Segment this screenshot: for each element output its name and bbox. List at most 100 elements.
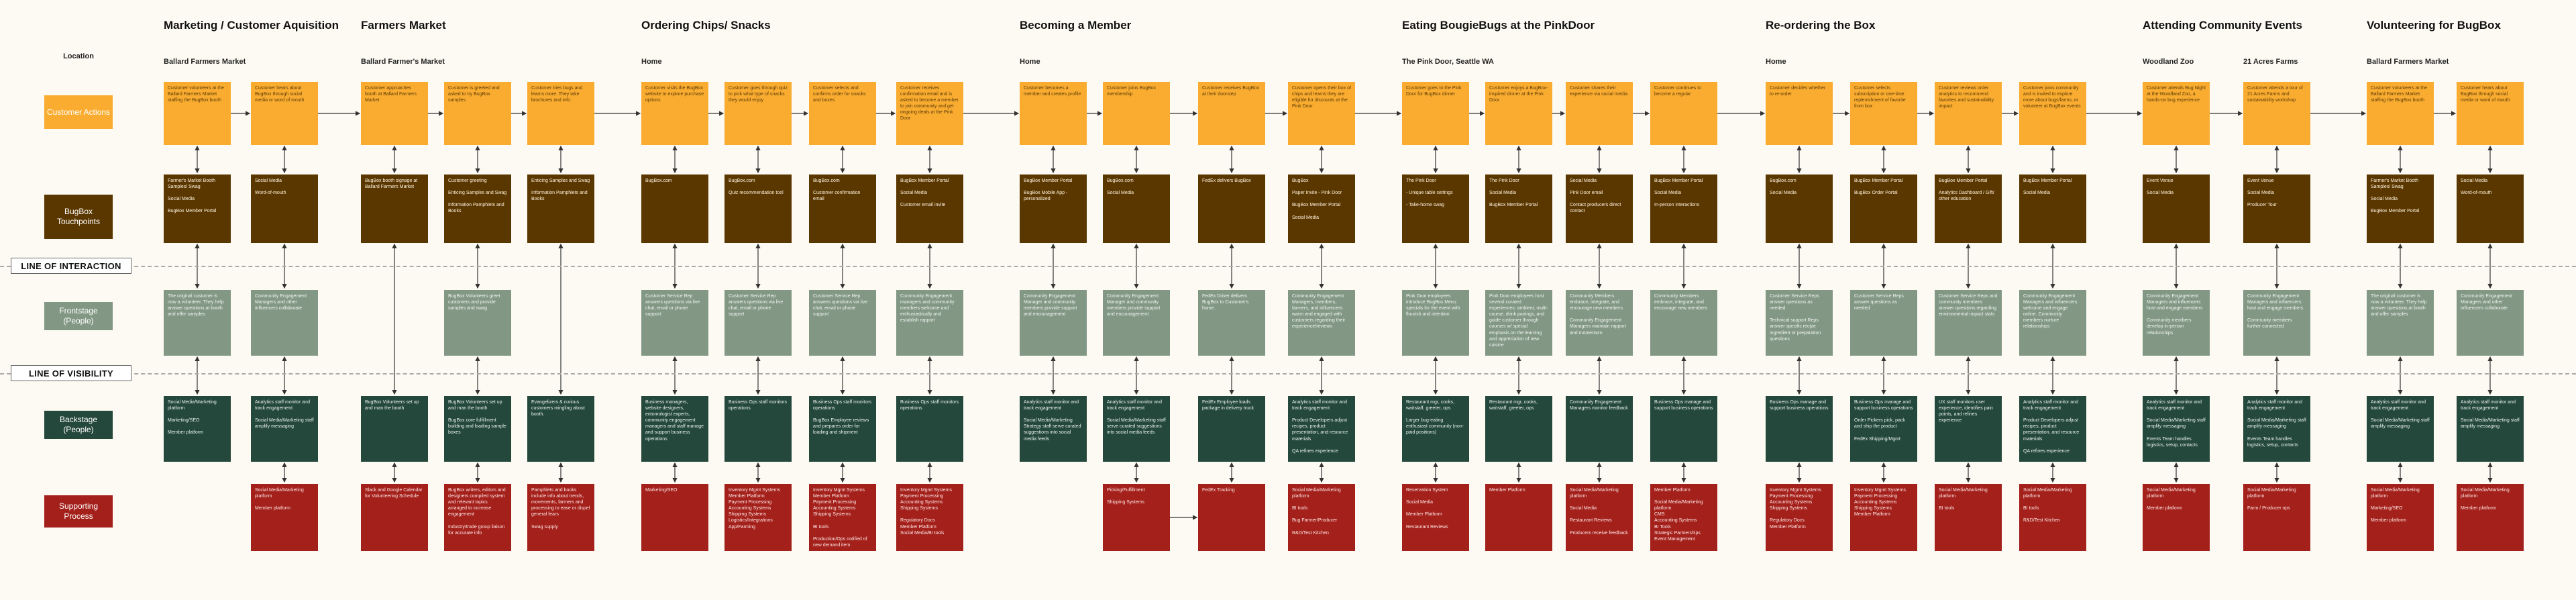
- touchpoint-card: BugBox Member Portal Analytics Dashboard…: [1935, 174, 2002, 243]
- line-of-interaction-label: LINE OF INTERACTION: [11, 258, 131, 274]
- customer-action-card: Customer approaches booth at Ballard Far…: [361, 82, 428, 145]
- customer-action-card: Customer visits the BugBox website to ex…: [641, 82, 708, 145]
- phase-title: Becoming a Member: [1020, 19, 1132, 32]
- supporting-process-card: Social Media/Marketing platform BI tools…: [2019, 484, 2086, 551]
- touchpoint-card: Enticing Samples and Swag Information Pa…: [527, 174, 594, 243]
- phase-title: Eating BougieBugs at the PinkDoor: [1402, 19, 1595, 32]
- frontstage-card: Community Members embrace, integrate, an…: [1650, 290, 1717, 356]
- customer-action-card: Customer selects and confirms order for …: [809, 82, 876, 145]
- touchpoint-card: BugBox.com Social Media: [1103, 174, 1170, 243]
- frontstage-card: Community Engagement Manager and communi…: [1103, 290, 1170, 356]
- supporting-process-card: Social Media/Marketing platform Farm / P…: [2243, 484, 2310, 551]
- phase-title: Re-ordering the Box: [1766, 19, 1876, 32]
- frontstage-card: Community Engagement Managers and influe…: [2243, 290, 2310, 356]
- frontstage-card: Customer Service Reps answer questions a…: [1766, 290, 1833, 356]
- frontstage-card: Community Engagement Managers and other …: [251, 290, 318, 356]
- customer-action-card: Customer attends Bug Night at the Woodla…: [2143, 82, 2210, 145]
- location-text: Ballard Farmers Market: [2367, 58, 2449, 66]
- frontstage-card: Customer Service Reps and community memb…: [1935, 290, 2002, 356]
- row-label-backstage: Backstage (People): [44, 411, 113, 439]
- touchpoint-card: BugBox Paper Invite - Pink Door BugBox M…: [1288, 174, 1355, 243]
- backstage-card: Restaurant mgr, cooks, waitstaff, greete…: [1485, 396, 1552, 462]
- frontstage-card: Community Engagement Managers and influe…: [2019, 290, 2086, 356]
- location-text: Home: [1020, 58, 1040, 66]
- backstage-card: Analytics staff monitor and track engage…: [2243, 396, 2310, 462]
- backstage-card: Business Ops staff monitors operations B…: [809, 396, 876, 462]
- backstage-card: BugBox Volunteers set up and man the boo…: [361, 396, 428, 462]
- customer-action-card: Customer is greeted and asked to try Bug…: [444, 82, 511, 145]
- line-of-visibility: [0, 373, 2576, 374]
- customer-action-card: Customer opens their box of chips and le…: [1288, 82, 1355, 145]
- location-text: Home: [1766, 58, 1786, 66]
- customer-action-card: Customer reviews order analytics to reco…: [1935, 82, 2002, 145]
- location-text: Woodland Zoo: [2143, 58, 2194, 66]
- customer-action-card: Customer joins community and is invited …: [2019, 82, 2086, 145]
- supporting-process-card: Pamphlets and books include info about t…: [527, 484, 594, 551]
- frontstage-card: FedEx Driver delivers BugBox to Customer…: [1198, 290, 1265, 356]
- supporting-process-card: BugBox writers, editors and designers co…: [444, 484, 511, 551]
- touchpoint-card: BugBox booth signage at Ballard Farmers …: [361, 174, 428, 243]
- row-label-supporting-process: Supporting Process: [44, 495, 113, 528]
- backstage-card: Business Ops staff monitors operations: [896, 396, 963, 462]
- customer-action-card: Customer joins BugBox membership: [1103, 82, 1170, 145]
- backstage-card: Business Ops manage and support business…: [1766, 396, 1833, 462]
- backstage-card: Analytics staff monitor and track engage…: [1020, 396, 1087, 462]
- supporting-process-card: Inventory Mgmt Systems Payment Processin…: [1850, 484, 1917, 551]
- backstage-card: Social Media/Marketing platform Marketin…: [164, 396, 231, 462]
- supporting-process-card: Marketing/SEO: [641, 484, 708, 551]
- customer-action-card: Customer hears about BugBox through soci…: [2457, 82, 2524, 145]
- touchpoint-card: Farmer's Market Booth Samples/ Swag Soci…: [2367, 174, 2434, 243]
- customer-action-card: Customer receives BugBox at their doorst…: [1198, 82, 1265, 145]
- backstage-card: Analytics staff monitor and track engage…: [2457, 396, 2524, 462]
- location-text: Ballard Farmer's Market: [361, 58, 445, 66]
- touchpoint-card: The Pink Door - Unique table settings - …: [1402, 174, 1469, 243]
- customer-action-card: Customer tries bugs and learns more. The…: [527, 82, 594, 145]
- frontstage-card: Customer Service Rep answers questions v…: [724, 290, 792, 356]
- touchpoint-card: Event Venue Social Media: [2143, 174, 2210, 243]
- location-text: Ballard Farmers Market: [164, 58, 246, 66]
- supporting-process-card: Social Media/Marketing platform Member p…: [251, 484, 318, 551]
- frontstage-card: Pink Door employees host several curated…: [1485, 290, 1552, 356]
- touchpoint-card: BugBox Member Portal Social Media Custom…: [896, 174, 963, 243]
- location-row-label: Location: [63, 52, 94, 60]
- customer-action-card: Customer volunteers at the Ballard Farme…: [2367, 82, 2434, 145]
- frontstage-card: The original customer is now a volunteer…: [2367, 290, 2434, 356]
- customer-action-card: Customer goes through quiz to pick what …: [724, 82, 792, 145]
- touchpoint-card: Social Media Word-of-mouth: [251, 174, 318, 243]
- touchpoint-card: Farmer's Market Booth Samples/ Swag Soci…: [164, 174, 231, 243]
- supporting-process-card: Social Media/Marketing platform Member p…: [2457, 484, 2524, 551]
- frontstage-card: BugBox Volunteers greet customers and pr…: [444, 290, 511, 356]
- supporting-process-card: Social Media/Marketing platform BI tools: [1935, 484, 2002, 551]
- touchpoint-card: BugBox Member Portal BugBox Mobile App -…: [1020, 174, 1087, 243]
- supporting-process-card: FedEx Tracking: [1198, 484, 1265, 551]
- backstage-card: UX staff monitors user experience, ident…: [1935, 396, 2002, 462]
- customer-action-card: Customer shares their experience via soc…: [1566, 82, 1633, 145]
- frontstage-card: Community Engagement managers and commun…: [896, 290, 963, 356]
- supporting-process-card: Member Platform Social Media/Marketing p…: [1650, 484, 1717, 551]
- backstage-card: Analytics staff monitor and track engage…: [2019, 396, 2086, 462]
- touchpoint-card: Event Venue Social Media Producer Tour: [2243, 174, 2310, 243]
- phase-title: Volunteering for BugBox: [2367, 19, 2501, 32]
- touchpoint-card: FedEx delivers BugBox: [1198, 174, 1265, 243]
- phase-title: Attending Community Events: [2143, 19, 2303, 32]
- phase-title: Marketing / Customer Aquisition: [164, 19, 339, 32]
- touchpoint-card: BugBox.com Customer confirmation email: [809, 174, 876, 243]
- backstage-card: Restaurant mgr, cooks, waitstaff, greete…: [1402, 396, 1469, 462]
- backstage-card: Business Ops manage and support business…: [1850, 396, 1917, 462]
- frontstage-card: Customer Service Reps answer questions a…: [1850, 290, 1917, 356]
- supporting-process-card: Social Media/Marketing platform Marketin…: [2367, 484, 2434, 551]
- line-of-interaction: [0, 266, 2576, 267]
- backstage-card: FedEx Employee loads package in delivery…: [1198, 396, 1265, 462]
- location-text: 21 Acres Farms: [2243, 58, 2298, 66]
- touchpoint-card: The Pink Door Social Media BugBox Member…: [1485, 174, 1552, 243]
- customer-action-card: Customer becomes a member and creates pr…: [1020, 82, 1087, 145]
- touchpoint-card: Social Media Word-of-mouth: [2457, 174, 2524, 243]
- supporting-process-card: Inventory Mgmt Systems Payment Processin…: [896, 484, 963, 551]
- row-label-frontstage: Frontstage (People): [44, 302, 113, 330]
- touchpoint-card: Social Media Pink Door email Contact pro…: [1566, 174, 1633, 243]
- frontstage-card: Customer Service Rep answers questions v…: [641, 290, 708, 356]
- touchpoint-card: BugBox.com Quiz recommendation tool: [724, 174, 792, 243]
- backstage-card: Analytics staff monitor and track engage…: [251, 396, 318, 462]
- frontstage-card: The original customer is now a volunteer…: [164, 290, 231, 356]
